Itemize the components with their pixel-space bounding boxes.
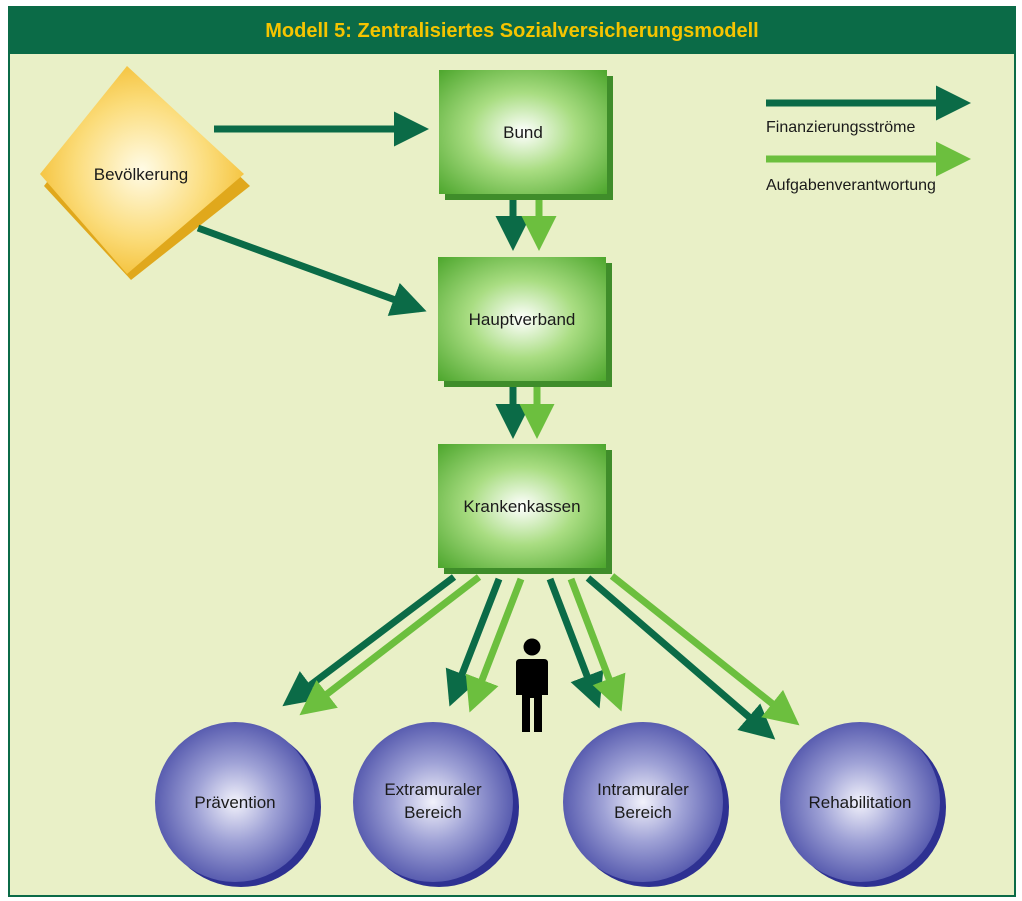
extramural-label-line2: Bereich: [404, 803, 462, 822]
health-insurers-node: Krankenkassen: [438, 444, 612, 574]
model-diagram: Finanzierungsströme Aufgabenverantwortun…: [40, 66, 971, 887]
intramural-label-line1: Intramuraler: [597, 780, 689, 799]
arrow-insurers-intramural-task: [567, 577, 626, 712]
rehabilitation-label: Rehabilitation: [808, 793, 911, 812]
arrow-insurers-rehabilitation-finance: [585, 575, 776, 740]
arrow-insurers-extramural-task: [465, 577, 525, 713]
federal-node: Bund: [439, 70, 613, 200]
legend: Finanzierungsströme Aufgabenverantwortun…: [766, 85, 971, 194]
rehabilitation-node: Rehabilitation: [780, 722, 946, 887]
intramural-label-line2: Bereich: [614, 803, 672, 822]
arrow-insurers-prevention-task: [299, 574, 482, 716]
prevention-node: Prävention: [155, 722, 321, 887]
health-insurers-label: Krankenkassen: [463, 497, 580, 516]
main-association-node: Hauptverband: [438, 257, 612, 387]
intramural-node: Intramuraler Bereich: [563, 722, 729, 887]
diagram-frame: Modell 5: Zentralisiertes Sozialversiche…: [8, 6, 1016, 897]
legend-task-label: Aufgabenverantwortung: [766, 177, 936, 194]
arrow-insurers-intramural-finance: [546, 577, 604, 709]
arrow-population-association: [196, 224, 427, 316]
arrow-insurers-extramural-finance: [445, 577, 503, 707]
population-node: Bevölkerung: [40, 66, 250, 280]
page-title: Modell 5: Zentralisiertes Sozialversiche…: [265, 19, 759, 42]
person-icon: [516, 638, 548, 732]
population-label: Bevölkerung: [94, 165, 189, 184]
federal-label: Bund: [503, 123, 543, 142]
extramural-node: Extramuraler Bereich: [353, 722, 519, 887]
arrow-insurers-rehabilitation-task: [609, 573, 800, 726]
prevention-label: Prävention: [194, 793, 275, 812]
main-association-label: Hauptverband: [469, 310, 576, 329]
arrow-insurers-prevention-finance: [282, 574, 457, 707]
extramural-label-line1: Extramuraler: [384, 780, 482, 799]
title-bar: Modell 5: Zentralisiertes Sozialversiche…: [10, 8, 1014, 54]
legend-finance-label: Finanzierungsströme: [766, 119, 916, 136]
